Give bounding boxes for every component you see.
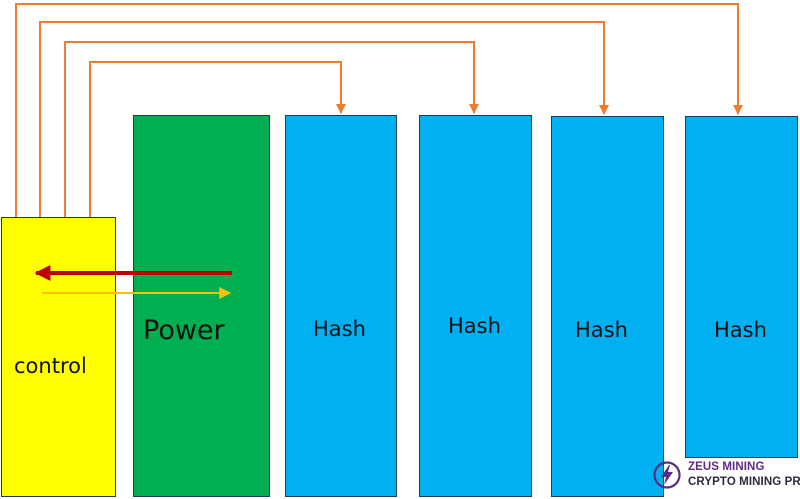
signal-wire-hash-1 xyxy=(89,61,346,217)
signal-wire-hash-2 xyxy=(64,41,479,217)
hash-3-label: Hash xyxy=(575,318,628,342)
logo-line-2: CRYPTO MINING PRO xyxy=(688,476,800,488)
hash-board-1 xyxy=(285,115,397,497)
signal-wire-hash-3 xyxy=(39,21,609,217)
lightning-bolt-circle-icon xyxy=(653,461,681,489)
hash-2-label: Hash xyxy=(448,314,501,338)
signal-wire-hash-4 xyxy=(15,3,743,217)
power-supply xyxy=(133,115,270,497)
hash-1-label: Hash xyxy=(313,317,366,341)
hash-4-label: Hash xyxy=(714,318,767,342)
control-label: control xyxy=(14,354,87,378)
logo-line-1: ZEUS MINING xyxy=(688,461,765,473)
hash-board-2 xyxy=(419,115,532,497)
control-board xyxy=(1,217,116,497)
power-label: Power xyxy=(143,315,225,346)
hash-board-4 xyxy=(685,116,798,458)
hash-board-3 xyxy=(551,116,664,497)
zeus-mining-logo: ZEUS MINING CRYPTO MINING PRO xyxy=(650,458,800,494)
